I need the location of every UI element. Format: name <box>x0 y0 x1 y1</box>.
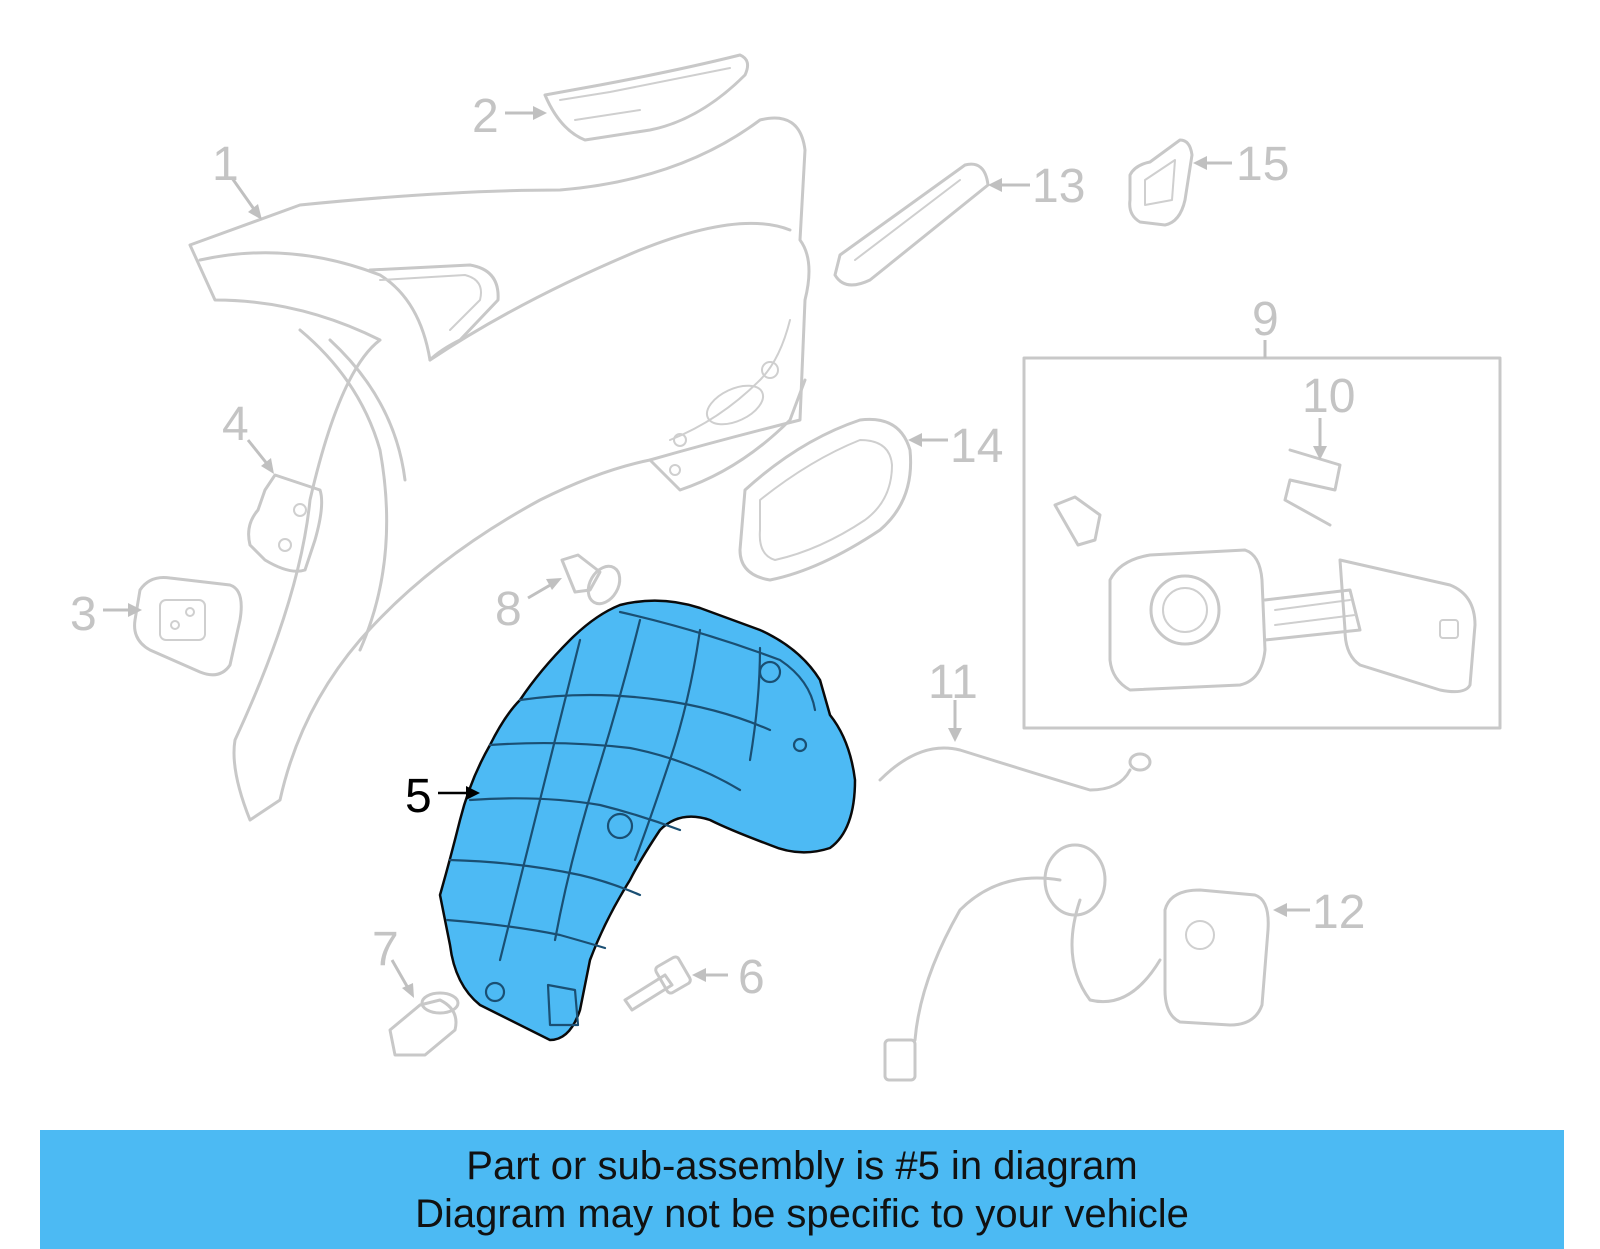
callout-11: 11 <box>928 656 978 709</box>
part-9-fuel-door-assembly[interactable] <box>1022 356 1502 730</box>
leader-4 <box>246 439 270 466</box>
callout-2: 2 <box>472 90 499 143</box>
callout-8: 8 <box>495 583 522 636</box>
info-banner: Part or sub-assembly is #5 in diagram Di… <box>40 1130 1564 1249</box>
callout-3: 3 <box>70 588 97 641</box>
part-13-trim[interactable] <box>833 162 990 287</box>
part-12-actuator[interactable] <box>883 843 1270 1082</box>
arrowhead-3 <box>128 603 142 617</box>
callout-13: 13 <box>1032 160 1085 213</box>
part-4-bracket[interactable] <box>247 473 324 573</box>
callout-6: 6 <box>738 951 765 1004</box>
part-1-quarter-panel[interactable] <box>188 116 811 822</box>
arrowhead-13 <box>988 178 1002 192</box>
callout-12: 12 <box>1312 886 1365 939</box>
arrowhead-15 <box>1193 156 1207 170</box>
arrowhead-7 <box>402 983 414 998</box>
banner-line-disclaimer: Diagram may not be specific to your vehi… <box>415 1191 1189 1236</box>
part-5-wheelhouse-liner[interactable] <box>438 599 857 1042</box>
part-10-spring[interactable] <box>1283 448 1342 527</box>
arrowhead-2 <box>533 106 547 120</box>
arrowhead-8 <box>546 578 562 590</box>
banner-line-part: Part or sub-assembly is #5 in diagram <box>466 1143 1138 1188</box>
arrowhead-4 <box>261 458 274 474</box>
arrowhead-5 <box>466 786 480 800</box>
part-11-cable[interactable] <box>878 746 1152 792</box>
part-7-clip[interactable] <box>388 991 460 1057</box>
callout-9: 9 <box>1252 293 1279 346</box>
leader-8 <box>527 582 553 600</box>
arrowhead-1 <box>248 204 262 220</box>
callout-7: 7 <box>372 923 399 976</box>
part-8-push-pin[interactable] <box>560 553 626 609</box>
callout-14: 14 <box>950 420 1003 473</box>
leader-7 <box>390 959 410 989</box>
parts-diagram: 1 2 3 4 <box>70 53 1502 1082</box>
arrowhead-6 <box>692 968 706 982</box>
callout-10: 10 <box>1302 370 1355 423</box>
arrowhead-11 <box>948 728 962 742</box>
part-6-screw[interactable] <box>623 955 692 1012</box>
part-2-bracket[interactable] <box>543 53 750 142</box>
part-3-bracket[interactable] <box>133 576 243 677</box>
callout-5: 5 <box>405 770 432 823</box>
callout-15: 15 <box>1236 138 1289 191</box>
callout-4: 4 <box>222 398 249 451</box>
arrowhead-10 <box>1313 446 1327 460</box>
arrowhead-12 <box>1273 903 1287 917</box>
leader-1 <box>230 177 258 213</box>
part-14-housing[interactable] <box>738 417 913 582</box>
callout-1: 1 <box>212 138 239 191</box>
arrowhead-14 <box>908 433 922 447</box>
part-15-seal[interactable] <box>1128 138 1194 227</box>
